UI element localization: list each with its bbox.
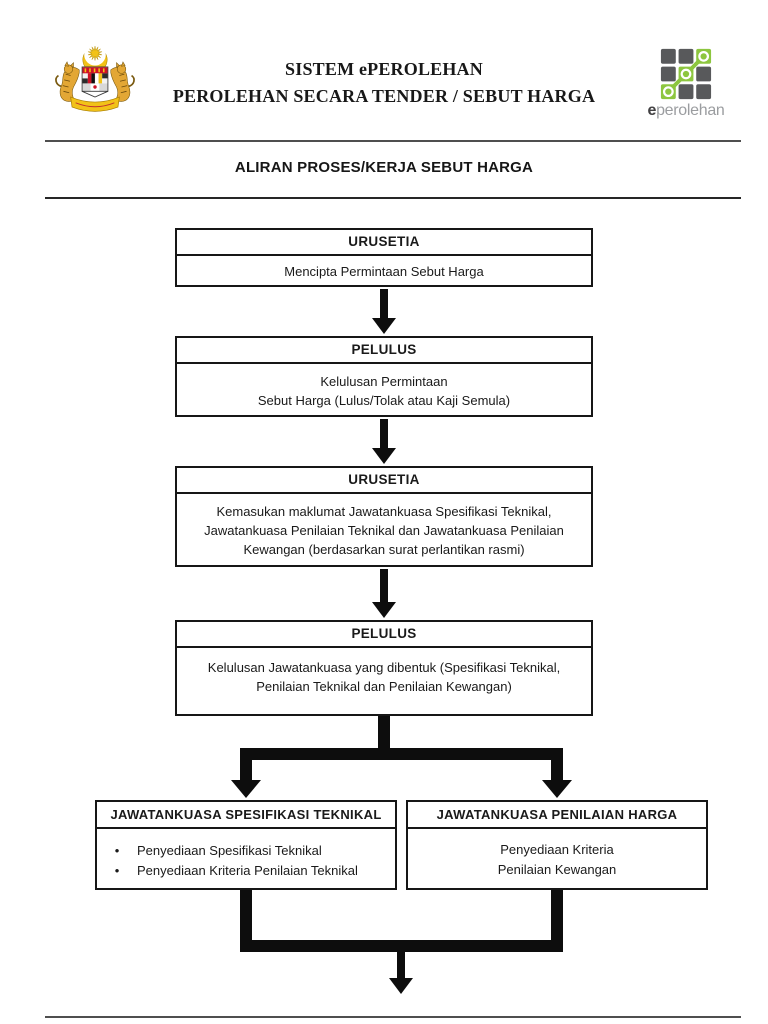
bullet-marker: • — [114, 863, 120, 878]
committee-box-line: Penilaian Kewangan — [497, 862, 617, 877]
flow-node-header: PELULUS — [177, 338, 591, 364]
branch-right-connector — [551, 748, 563, 780]
branch-left-arrow-head — [231, 780, 261, 798]
final-arrow-head — [389, 978, 413, 994]
flow-node-header: URUSETIA — [177, 468, 591, 494]
bullet-item: • Penyediaan Kriteria Penilaian Teknikal — [109, 861, 389, 881]
arrow-down-head-2 — [372, 448, 396, 464]
flow-node-line: Kelulusan Jawatankuasa yang dibentuk (Sp… — [207, 660, 561, 675]
document-title: SISTEM ePEROLEHAN PEROLEHAN SECARA TENDE… — [120, 56, 648, 110]
branch-bar-connector — [240, 748, 563, 760]
flow-node-pelulus-1: PELULUS Kelulusan Permintaan Sebut Harga… — [175, 336, 593, 417]
flow-node-line: Kelulusan Permintaan — [320, 373, 448, 389]
flow-node-line: Kemasukan maklumat Jawatankuasa Spesifik… — [216, 504, 552, 519]
eperolehan-logo: eperolehan — [636, 48, 736, 119]
arrow-down-connector-1 — [380, 289, 388, 318]
eperolehan-wordmark-lead: e — [647, 102, 657, 119]
flow-node-urusetia-1: URUSETIA Mencipta Permintaan Sebut Harga — [175, 228, 593, 287]
committee-box-header: JAWATANKUASA SPESIFIKASI TEKNIKAL — [97, 802, 395, 829]
section-rule — [45, 197, 741, 199]
header-rule — [45, 140, 741, 142]
branch-stem-connector — [378, 716, 390, 755]
flow-node-header: URUSETIA — [177, 230, 591, 256]
flow-node-pelulus-2: PELULUS Kelulusan Jawatankuasa yang dibe… — [175, 620, 593, 716]
final-arrow-connector — [397, 952, 405, 978]
branch-left-connector — [240, 748, 252, 780]
committee-box-header: JAWATANKUASA PENILAIAN HARGA — [408, 802, 706, 829]
committee-box-penilaian-harga: JAWATANKUASA PENILAIAN HARGA Penyediaan … — [406, 800, 708, 890]
flow-node-urusetia-2: URUSETIA Kemasukan maklumat Jawatankuasa… — [175, 466, 593, 567]
document-title-line1: SISTEM ePEROLEHAN — [285, 59, 483, 79]
bullet-item: • Penyediaan Spesifikasi Teknikal — [109, 841, 389, 861]
flow-node-line: Kewangan (berdasarkan surat perlantikan … — [243, 542, 525, 557]
flow-node-line: Mencipta Permintaan Sebut Harga — [284, 264, 484, 279]
bullet-text: Penyediaan Kriteria Penilaian Teknikal — [137, 863, 358, 878]
committee-box-line: Penyediaan Kriteria — [500, 842, 614, 857]
branch-right-arrow-head — [542, 780, 572, 798]
arrow-down-connector-3 — [380, 569, 388, 602]
flow-node-line: Penilaian Teknikal dan Penilaian Kewanga… — [256, 679, 512, 694]
bullet-marker: • — [114, 843, 120, 858]
flow-node-line: Sebut Harga (Lulus/Tolak atau Kaji Semul… — [257, 392, 511, 408]
merge-left-connector — [240, 890, 252, 952]
eperolehan-wordmark: eperolehan — [647, 103, 724, 119]
merge-right-connector — [551, 890, 563, 952]
arrow-down-head-1 — [372, 318, 396, 334]
document-title-line2: PEROLEHAN SECARA TENDER / SEBUT HARGA — [172, 86, 596, 106]
malaysia-coat-of-arms-icon — [55, 44, 135, 112]
eperolehan-grid-icon — [660, 48, 712, 100]
committee-box-spesifikasi-teknikal: JAWATANKUASA SPESIFIKASI TEKNIKAL • Peny… — [95, 800, 397, 890]
section-title: ALIRAN PROSES/KERJA SEBUT HARGA — [234, 159, 534, 176]
footer-rule — [45, 1016, 741, 1018]
merge-bar-connector — [240, 940, 563, 952]
arrow-down-connector-2 — [380, 419, 388, 448]
flow-node-line: Jawatankuasa Penilaian Teknikal dan Jawa… — [204, 523, 564, 538]
arrow-down-head-3 — [372, 602, 396, 618]
flow-node-header: PELULUS — [177, 622, 591, 648]
eperolehan-wordmark-rest: perolehan — [656, 102, 725, 119]
bullet-text: Penyediaan Spesifikasi Teknikal — [137, 843, 322, 858]
